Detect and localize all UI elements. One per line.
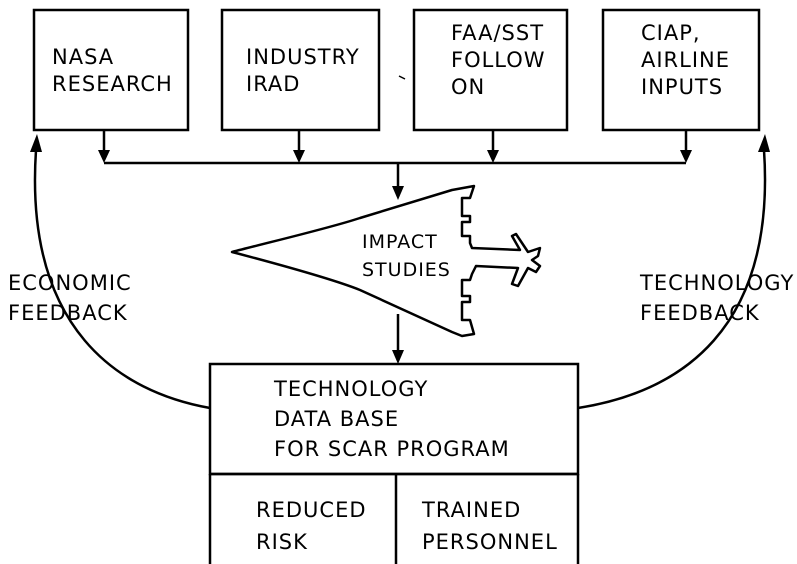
arrow-to-database (392, 314, 404, 364)
collector-arrows (98, 130, 692, 163)
economic-feedback-arrowhead (30, 134, 42, 152)
stray-mark (398, 75, 406, 80)
source-box-nasa (32, 8, 190, 132)
technology-feedback-curve (577, 149, 767, 410)
source-box-ciap (601, 8, 761, 132)
aircraft-outline (230, 184, 542, 338)
source-box-industry (220, 8, 381, 132)
economic-feedback-curve (33, 149, 211, 410)
arrow-to-impact (392, 163, 404, 200)
technology-feedback-arrowhead (758, 134, 770, 152)
source-box-faa (412, 8, 569, 132)
